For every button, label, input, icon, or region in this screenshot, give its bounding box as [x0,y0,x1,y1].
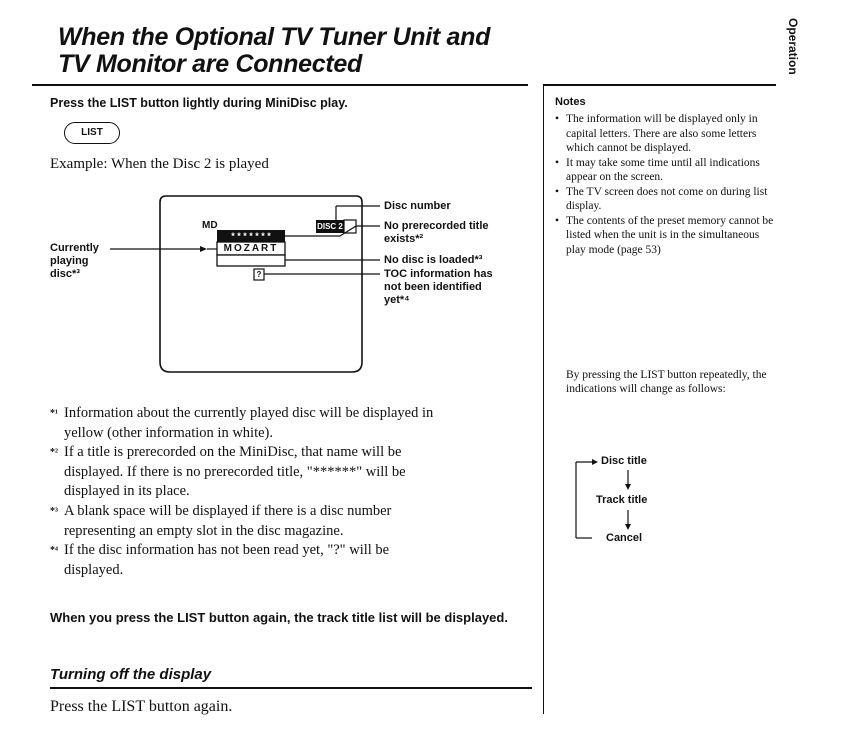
notes-rule [544,84,776,86]
lead-instruction: Press the LIST button lightly during Min… [50,96,348,110]
example-text: Example: When the Disc 2 is played [50,156,269,172]
title-line-1: When the Optional TV Tuner Unit and [58,23,491,51]
label-disc-number: Disc number [384,200,451,212]
flow-track-title: Track title [596,494,648,506]
notes-title: Notes [555,96,586,108]
tv-screen-illustration [110,195,380,373]
title-rule [32,84,528,86]
screen-question: ? [256,270,262,279]
screen-stars: * * * * * * * [231,231,271,241]
closing-text: Press the LIST button again. [50,698,233,715]
screen-md-label: MD [202,220,218,231]
list-key-icon: LIST [64,122,120,144]
screen-outline [159,195,363,373]
screen-disc-label: DISC 2 [317,222,343,231]
empty-slot-box [216,254,286,267]
label-no-title: No prerecorded title exists*² [384,220,489,245]
label-currently-playing: Currently playing disc*³ [50,242,99,280]
screen-title: MOZART [223,243,279,254]
notes-list: The information will be displayed only i… [555,112,780,257]
flow-cancel: Cancel [606,532,643,544]
footnote-1: *¹ Information about the currently playe… [50,405,434,441]
subheading-rule [50,687,532,689]
footnote-4: *⁴ If the disc information has not been … [50,542,390,578]
note-item: The TV screen does not come on during li… [555,185,780,214]
press-repeat-text: By pressing the LIST button repeatedly, … [566,369,767,395]
column-divider [543,84,544,714]
note-item: The information will be displayed only i… [555,112,780,156]
section-side-tab: Operation [786,18,800,75]
page-title: When the Optional TV Tuner Unit and TV M… [58,24,490,78]
label-no-disc: No disc is loaded*³ [384,254,483,266]
subheading: Turning off the display [50,666,212,683]
note-item: The contents of the preset memory cannot… [555,214,780,258]
cycle-flow-diagram: Disc title Track title Cancel [570,452,750,552]
flow-disc-title: Disc title [601,455,647,467]
command-text: When you press the LIST button again, th… [50,610,508,625]
stars-box [217,230,285,242]
screen-diagram: MD * * * * * * * MOZART ? DISC 2 Current… [50,180,540,380]
cycle-arrows [575,459,631,539]
footnote-3: *³ A blank space will be displayed if th… [50,503,392,539]
title-line-2: TV Monitor are Connected [58,50,362,78]
footnote-2: *² If a title is prerecorded on the Mini… [50,444,406,499]
note-item: It may take some time until all indicati… [555,156,780,185]
label-toc: TOC information has not been identified … [384,268,493,306]
